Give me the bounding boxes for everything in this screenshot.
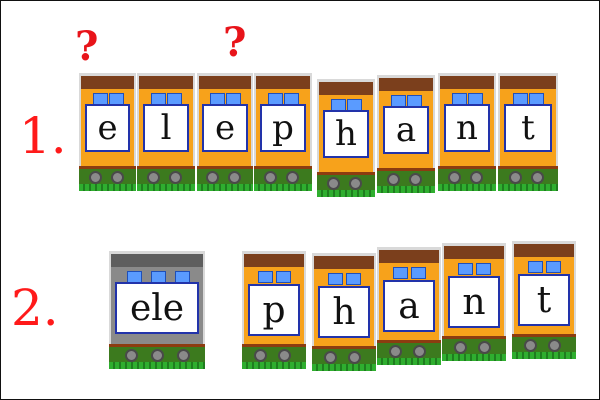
train-car-chunk-1[interactable]: ele	[109, 251, 205, 369]
train-car-8[interactable]: t	[498, 73, 558, 191]
chunk-card-1: ele	[115, 282, 199, 334]
train-car-2[interactable]: l	[137, 73, 195, 191]
letter-card-6: a	[383, 106, 429, 154]
row-1-label: 1.	[19, 107, 67, 165]
letter-card-4: p	[260, 104, 306, 152]
chunk-card-6: t	[518, 274, 570, 326]
letter-card-2: l	[143, 104, 189, 152]
train-car-3[interactable]: e	[197, 73, 253, 191]
train-car-7[interactable]: n	[438, 73, 496, 191]
chunk-card-3: h	[318, 286, 370, 338]
row-2-label: 2.	[11, 279, 59, 337]
train-car-5[interactable]: h	[317, 79, 375, 197]
train-car-chunk-5[interactable]: n	[442, 243, 506, 361]
letter-card-7: n	[444, 104, 490, 152]
train-car-chunk-4[interactable]: a	[377, 247, 441, 365]
question-mark-2: ?	[223, 19, 247, 66]
chunk-card-5: n	[448, 276, 500, 328]
letter-card-1: e	[85, 104, 130, 152]
letter-card-3: e	[202, 104, 248, 152]
question-mark-1: ?	[75, 23, 99, 70]
train-car-chunk-6[interactable]: t	[512, 241, 576, 359]
train-car-6[interactable]: a	[377, 75, 435, 193]
train-car-4[interactable]: p	[254, 73, 312, 191]
letter-card-8: t	[504, 104, 552, 152]
chunk-card-2: p	[248, 284, 300, 336]
chunk-card-4: a	[383, 280, 435, 332]
letter-card-5: h	[323, 110, 369, 158]
train-car-1[interactable]: e	[79, 73, 136, 191]
train-car-chunk-3[interactable]: h	[312, 253, 376, 371]
train-car-chunk-2[interactable]: p	[242, 251, 306, 369]
